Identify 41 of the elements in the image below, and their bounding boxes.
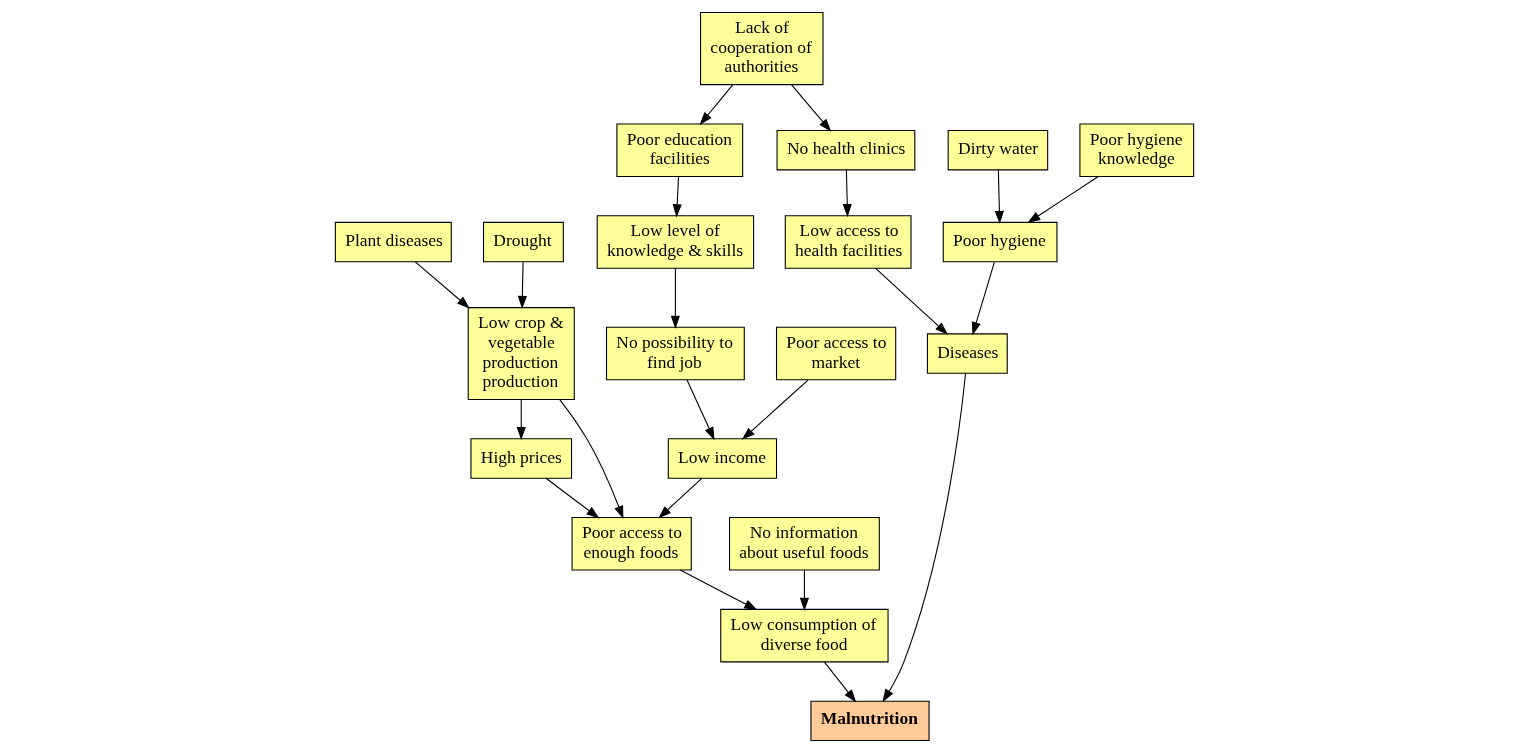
node-box: Malnutrition bbox=[810, 700, 930, 742]
arrow bbox=[842, 169, 852, 218]
arrow bbox=[882, 372, 967, 703]
node-box: Poor access to market bbox=[776, 326, 897, 381]
arrow bbox=[545, 477, 600, 519]
arrow bbox=[1027, 175, 1099, 224]
node-box: No possibility to find job bbox=[605, 326, 745, 381]
arrow bbox=[658, 477, 703, 519]
node-box: Poor hygiene knowledge bbox=[1079, 123, 1195, 177]
node-box: Low access to health facilities bbox=[784, 215, 912, 269]
arrow bbox=[686, 379, 715, 441]
node-box: Low income bbox=[667, 438, 778, 479]
arrow bbox=[823, 661, 857, 703]
node-box: No health clinics bbox=[776, 129, 916, 171]
node-box: Lack of cooperation of authorities bbox=[700, 11, 824, 86]
node-box: Plant diseases bbox=[334, 221, 452, 263]
arrow bbox=[414, 261, 470, 309]
arrow bbox=[790, 84, 832, 132]
arrow bbox=[699, 84, 734, 125]
arrow bbox=[672, 176, 682, 218]
node-box: Diseases bbox=[926, 333, 1008, 374]
node-box: Low crop & vegetable production production bbox=[467, 307, 575, 400]
node-box: Low consumption of diverse food bbox=[720, 608, 889, 663]
node-box: No information about useful foods bbox=[728, 517, 880, 571]
node-box: Low level of knowledge & skills bbox=[596, 215, 755, 269]
arrow bbox=[517, 261, 527, 309]
arrow bbox=[741, 379, 809, 440]
arrow bbox=[994, 169, 1004, 224]
node-box: Drought bbox=[482, 221, 564, 263]
arrow bbox=[679, 569, 758, 611]
arrow bbox=[516, 399, 526, 441]
node-box: Poor hygiene bbox=[942, 221, 1058, 263]
arrow bbox=[875, 267, 949, 335]
node-box: Poor education facilities bbox=[616, 123, 744, 177]
arrow bbox=[670, 267, 680, 329]
node-box: High prices bbox=[470, 438, 573, 479]
node-box: Dirty water bbox=[947, 129, 1049, 171]
arrow bbox=[799, 569, 809, 611]
node-box: Poor access to enough foods bbox=[571, 517, 692, 571]
arrow bbox=[971, 261, 995, 336]
arrow bbox=[559, 399, 624, 519]
